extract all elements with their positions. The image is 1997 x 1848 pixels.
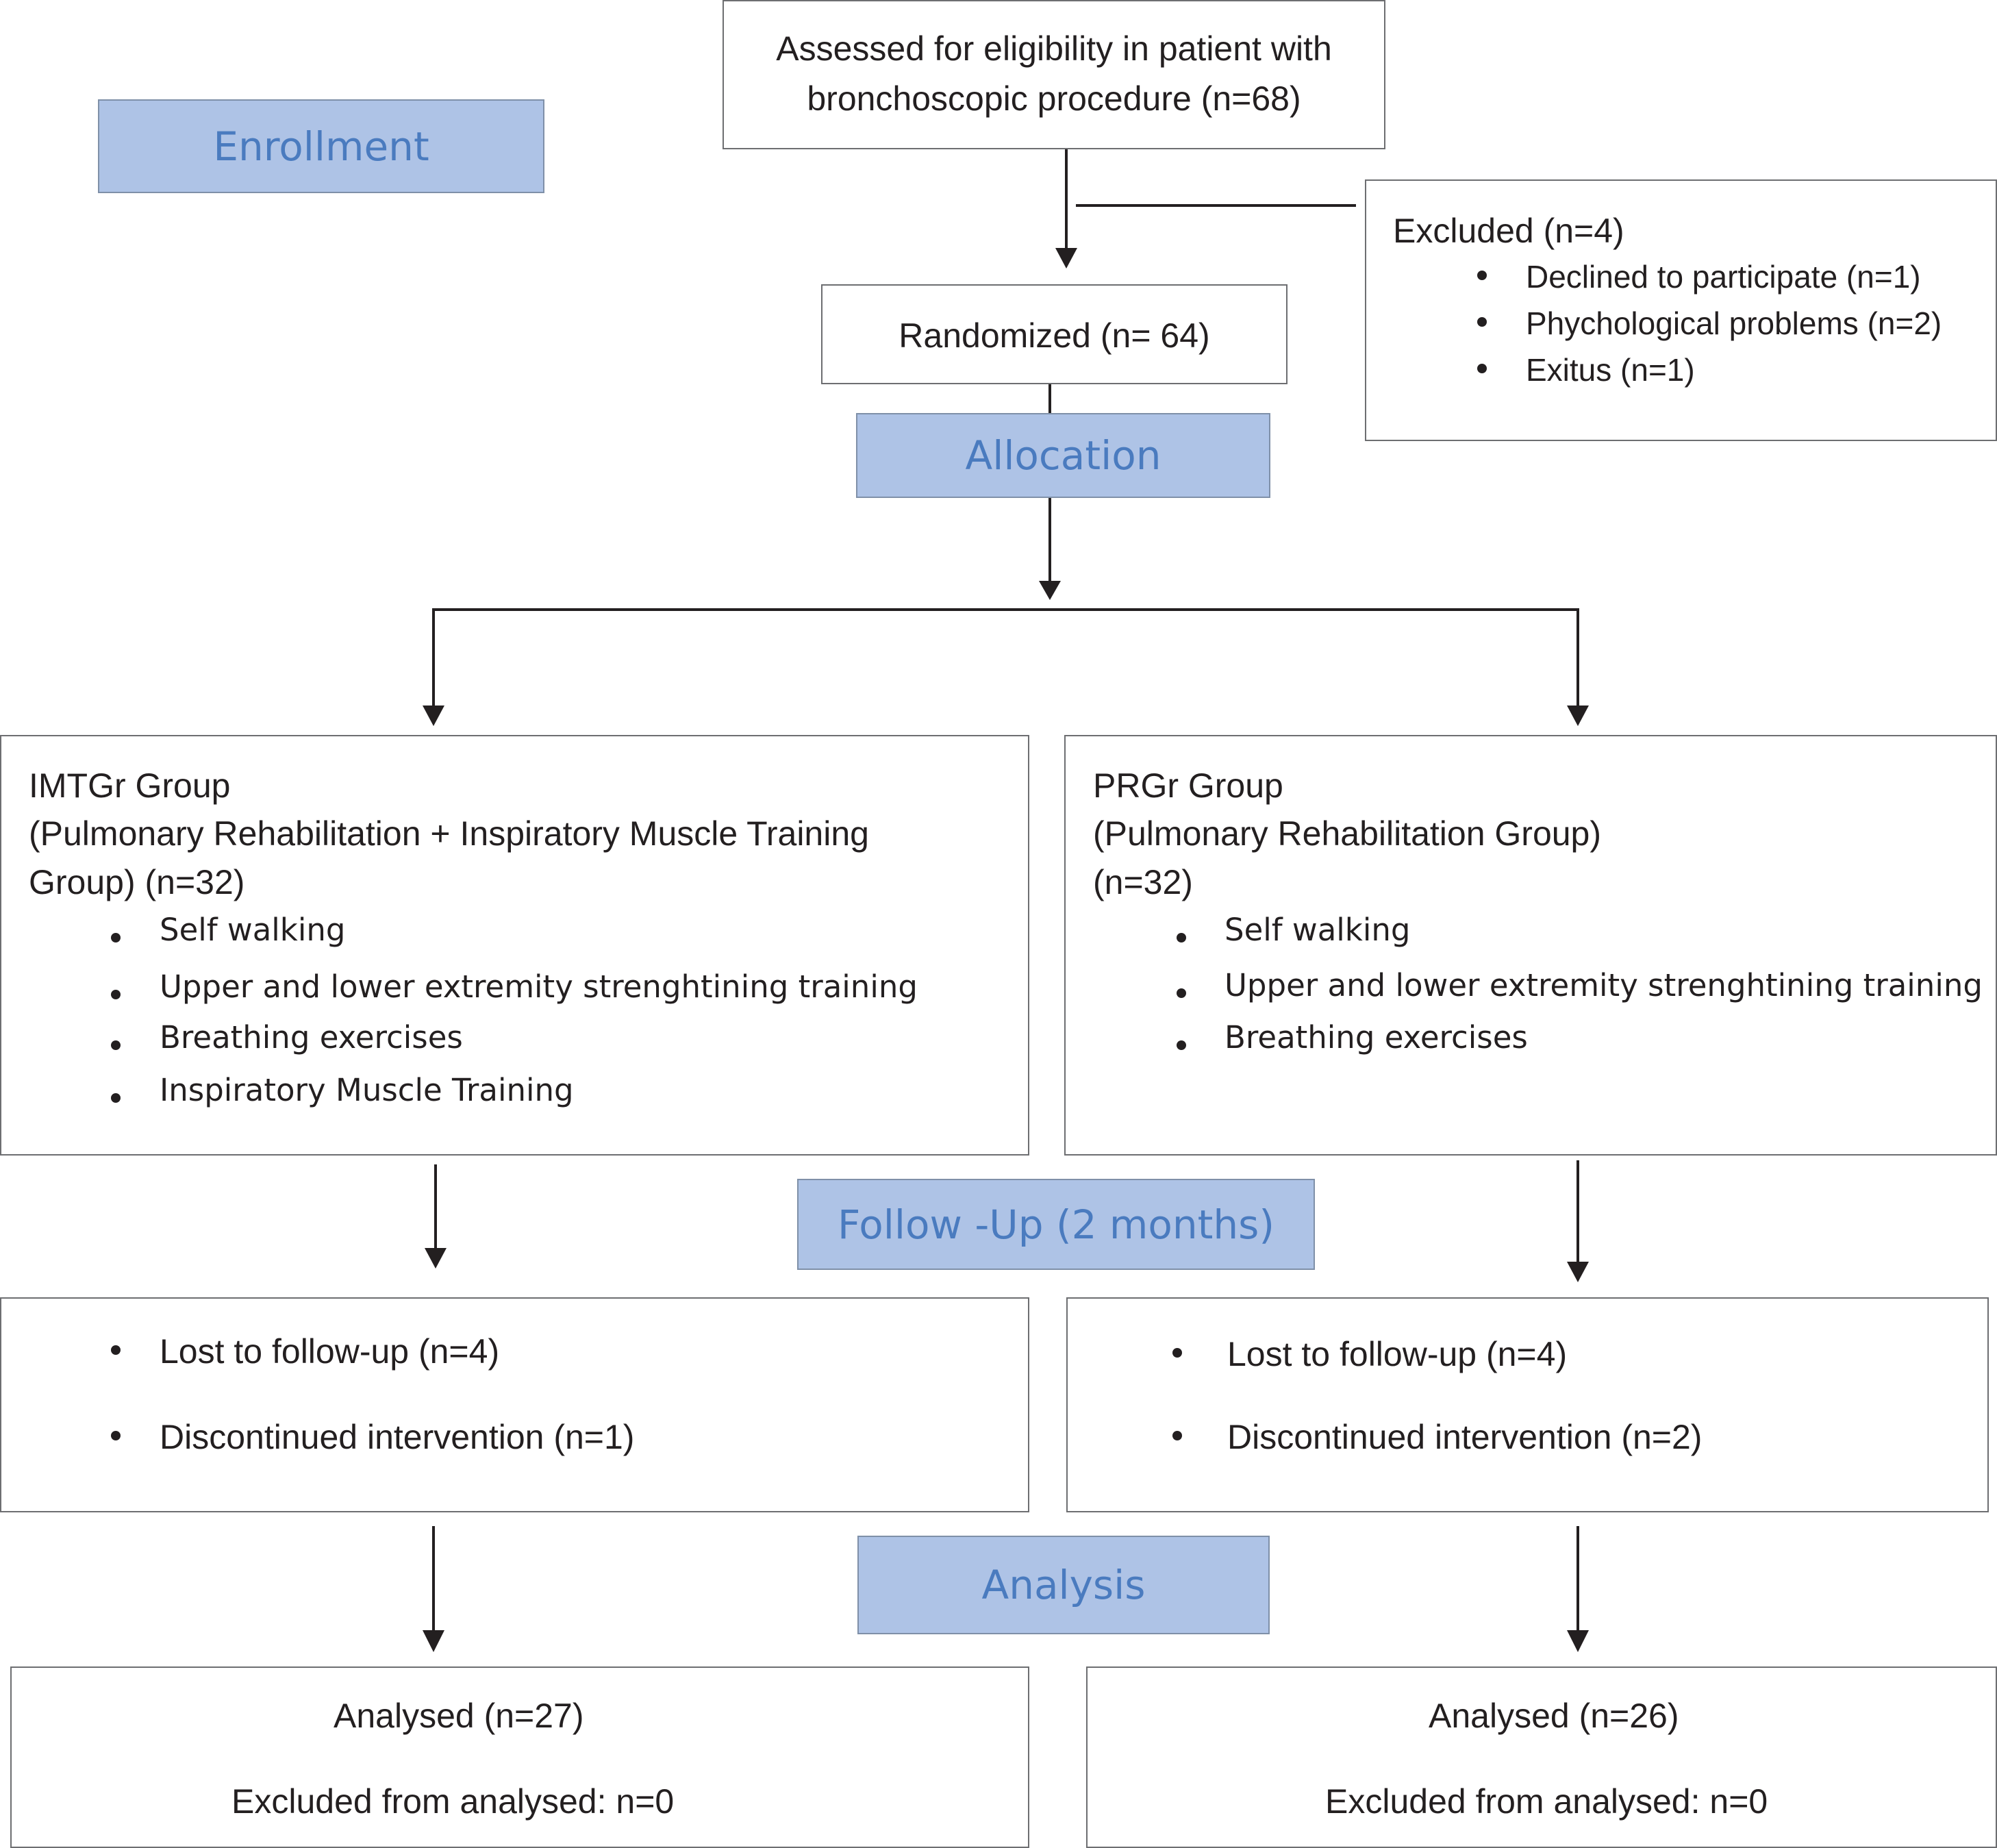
imt-group-item: Inspiratory Muscle Training xyxy=(160,1072,574,1108)
imt-group-count: Group) (n=32) xyxy=(29,863,245,901)
imt-group-item: Self walking xyxy=(160,912,346,948)
imt-group-box: IMTGr Group (Pulmonary Rehabilitation + … xyxy=(0,735,1029,1156)
imt-group-item: Breathing exercises xyxy=(160,1019,463,1056)
connector-split xyxy=(432,608,1579,706)
arrowhead-left-group xyxy=(423,706,444,726)
assessed-line2: bronchoscopic procedure (n=68) xyxy=(807,79,1301,118)
arrowhead-left-analysis xyxy=(423,1630,444,1652)
imt-group-title: IMTGr Group xyxy=(29,766,231,805)
analysis-right-box: Analysed (n=26) Excluded from analysed: … xyxy=(1086,1666,1997,1848)
followup-right-box: Lost to follow-up (n=4) Discontinued int… xyxy=(1066,1297,1989,1512)
excluded-title: Excluded (n=4) xyxy=(1393,212,1624,250)
bullet-icon xyxy=(1172,1431,1182,1440)
bullet-icon xyxy=(111,1345,121,1355)
excluded-item: Declined to participate (n=1) xyxy=(1526,259,1921,295)
imt-group-description: (Pulmonary Rehabilitation + Inspiratory … xyxy=(29,814,869,853)
bullet-icon xyxy=(111,1093,121,1103)
assessed-box: Assessed for eligibility in patient with… xyxy=(723,0,1385,149)
stage-allocation: Allocation xyxy=(856,413,1270,498)
randomized-box: Randomized (n= 64) xyxy=(821,284,1288,384)
bullet-icon xyxy=(1177,1040,1186,1050)
arrowhead-left-followup xyxy=(425,1248,447,1269)
followup-left-box: Lost to follow-up (n=4) Discontinued int… xyxy=(0,1297,1029,1512)
bullet-icon xyxy=(111,990,121,999)
assessed-line1: Assessed for eligibility in patient with xyxy=(776,29,1332,68)
pr-group-item: Self walking xyxy=(1224,912,1411,948)
stage-enrollment: Enrollment xyxy=(98,99,544,193)
pr-group-box: PRGr Group (Pulmonary Rehabilitation Gro… xyxy=(1064,735,1997,1156)
bullet-icon xyxy=(1477,317,1487,327)
arrowhead-right-analysis xyxy=(1567,1630,1589,1652)
bullet-icon xyxy=(1177,988,1186,998)
analysis-left-box: Analysed (n=27) Excluded from analysed: … xyxy=(10,1666,1029,1848)
followup-left-item: Discontinued intervention (n=1) xyxy=(160,1418,635,1456)
excluded-item: Phychological problems (n=2) xyxy=(1526,305,1942,341)
bullet-icon xyxy=(111,933,121,942)
analysis-left-excluded: Excluded from analysed: n=0 xyxy=(231,1782,675,1821)
excluded-box: Excluded (n=4) Declined to participate (… xyxy=(1365,179,1997,441)
arrowhead-randomized xyxy=(1055,248,1077,269)
bullet-icon xyxy=(1172,1348,1182,1358)
excluded-item: Exitus (n=1) xyxy=(1526,352,1695,388)
pr-group-item: Upper and lower extremity strenghtining … xyxy=(1224,967,1983,1003)
bullet-icon xyxy=(1477,271,1487,280)
imt-group-item: Upper and lower extremity strenghtining … xyxy=(160,969,918,1005)
randomized-label: Randomized (n= 64) xyxy=(899,316,1210,355)
bullet-icon xyxy=(111,1431,121,1440)
bullet-icon xyxy=(1177,933,1186,942)
pr-group-item: Breathing exercises xyxy=(1224,1019,1528,1056)
analysis-left-analysed: Analysed (n=27) xyxy=(334,1697,584,1735)
bullet-icon xyxy=(1477,364,1487,373)
pr-group-description: (Pulmonary Rehabilitation Group) xyxy=(1093,814,1602,853)
followup-right-item: Lost to follow-up (n=4) xyxy=(1227,1335,1568,1373)
pr-group-title: PRGr Group xyxy=(1093,766,1283,805)
followup-left-item: Lost to follow-up (n=4) xyxy=(160,1332,500,1371)
stage-follow-up: Follow -Up (2 months) xyxy=(797,1179,1315,1270)
followup-right-item: Discontinued intervention (n=2) xyxy=(1227,1418,1703,1456)
analysis-right-analysed: Analysed (n=26) xyxy=(1429,1697,1679,1735)
pr-group-count: (n=32) xyxy=(1093,863,1193,901)
analysis-right-excluded: Excluded from analysed: n=0 xyxy=(1325,1782,1768,1821)
stage-analysis: Analysis xyxy=(857,1536,1270,1634)
bullet-icon xyxy=(111,1040,121,1050)
arrowhead-right-group xyxy=(1567,706,1589,726)
arrowhead-allocation xyxy=(1039,581,1061,600)
arrowhead-right-followup xyxy=(1567,1262,1589,1282)
